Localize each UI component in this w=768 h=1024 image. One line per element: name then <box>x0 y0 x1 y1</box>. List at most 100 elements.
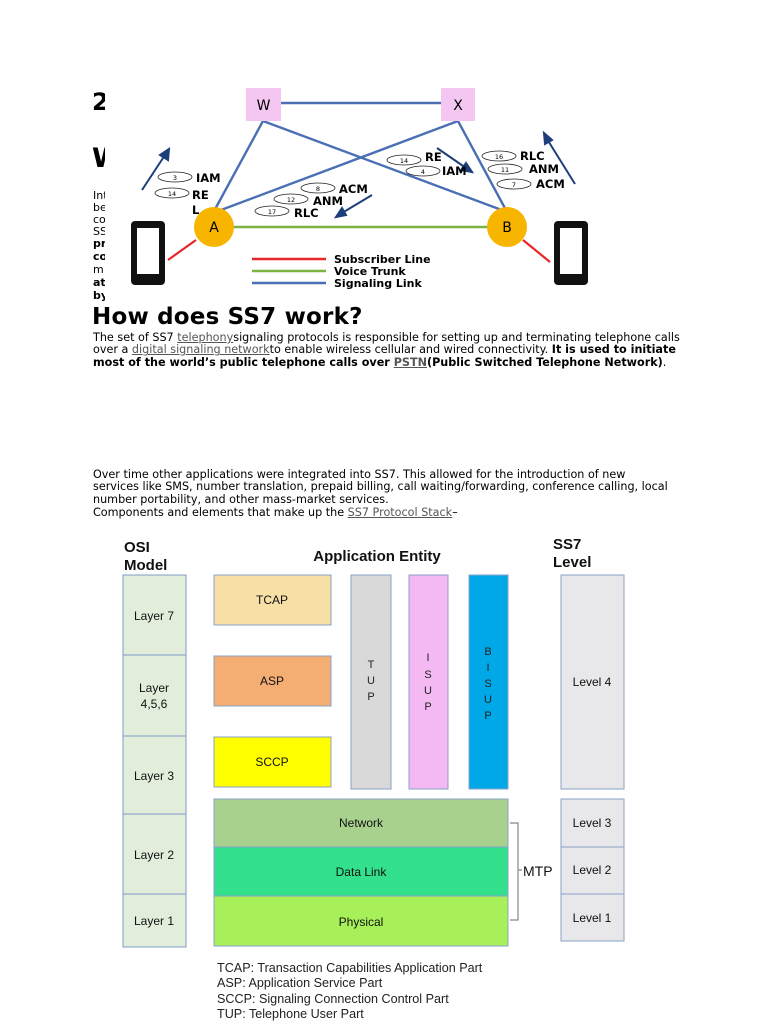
svg-text:S: S <box>424 669 431 681</box>
legend-sccp: SCCP: Signaling Connection Control Part <box>217 991 449 1006</box>
svg-text:RLC: RLC <box>520 149 545 163</box>
svg-text:A: A <box>209 220 219 236</box>
partial-text-line: by <box>93 290 109 302</box>
osi-layer-1 <box>122 893 187 948</box>
link-pstn[interactable]: PSTN <box>393 355 427 369</box>
svg-text:Model: Model <box>124 557 167 574</box>
arrow-icon <box>141 147 171 191</box>
svg-text:RE: RE <box>192 188 209 202</box>
svg-text:RE: RE <box>425 150 442 164</box>
svg-text:14: 14 <box>168 190 176 198</box>
svg-text:ASP: ASP <box>260 674 284 688</box>
link-ss7-protocol-stack[interactable]: SS7 Protocol Stack <box>347 506 453 519</box>
osi-layer-456 <box>122 654 187 737</box>
ss7-level-4 <box>560 574 625 790</box>
legend-tup: TUP: Telephone User Part <box>217 1006 364 1021</box>
arrow-icon <box>436 147 475 174</box>
svg-text:Level 2: Level 2 <box>573 863 612 877</box>
svg-text:14: 14 <box>400 157 408 165</box>
partial-text-line: co <box>93 251 108 263</box>
link-telephony[interactable]: telephony <box>177 331 234 344</box>
svg-text:Level: Level <box>553 554 591 571</box>
svg-text:U: U <box>424 685 432 697</box>
svg-text:Signaling Link: Signaling Link <box>334 277 423 290</box>
osi-layer-2 <box>122 813 187 895</box>
svg-text:ACM: ACM <box>339 182 368 196</box>
svg-text:P: P <box>424 701 431 713</box>
arrow-icon <box>333 194 373 219</box>
arrow-icon <box>542 130 576 185</box>
svg-text:W: W <box>257 98 271 114</box>
partial-text-line: SS <box>93 226 107 238</box>
svg-text:Layer 2: Layer 2 <box>134 848 174 862</box>
phone-icon <box>554 221 588 285</box>
svg-text:Level 4: Level 4 <box>573 675 612 689</box>
svg-text:ANM: ANM <box>313 194 343 208</box>
svg-text:Layer: Layer <box>139 681 169 695</box>
bisup-box <box>468 574 509 790</box>
svg-text:Level 3: Level 3 <box>573 816 612 830</box>
partial-text-line: m <box>93 264 104 276</box>
svg-text:Layer 1: Layer 1 <box>134 914 174 928</box>
svg-text:OSI: OSI <box>124 539 150 556</box>
svg-text:16: 16 <box>495 153 503 161</box>
physical-layer-box <box>213 895 509 947</box>
svg-text:Data Link: Data Link <box>336 865 388 879</box>
node-a <box>194 207 234 247</box>
phone-icon <box>131 221 165 285</box>
svg-text:P: P <box>367 691 374 703</box>
svg-text:S: S <box>484 678 491 690</box>
svg-text:B: B <box>502 220 512 236</box>
tcap-box <box>213 574 332 626</box>
paragraph-applications: Over time other applications were integr… <box>93 468 668 506</box>
partial-text-line: at <box>93 277 106 289</box>
svg-text:Application Entity: Application Entity <box>313 548 441 565</box>
sccp-box <box>213 736 332 788</box>
ss7-network-diagram: W X A B 3 IAM 14 RE L 8 ACM 12 ANM <box>105 82 600 304</box>
svg-text:8: 8 <box>316 185 320 193</box>
svg-text:U: U <box>484 694 492 706</box>
svg-text:Subscriber Line: Subscriber Line <box>334 253 431 266</box>
svg-text:7: 7 <box>512 181 516 189</box>
svg-text:Level 1: Level 1 <box>573 911 612 925</box>
svg-text:RLC: RLC <box>294 206 319 220</box>
svg-text:IAM: IAM <box>196 171 221 185</box>
partial-text-line: co <box>93 214 106 226</box>
stack-legend: TCAP: Transaction Capabilities Applicati… <box>217 961 482 1022</box>
svg-text:4: 4 <box>421 168 425 176</box>
svg-text:SCCP: SCCP <box>255 755 288 769</box>
svg-text:MTP: MTP <box>523 863 553 879</box>
svg-text:Network: Network <box>339 816 384 830</box>
node-x <box>441 88 475 121</box>
svg-text:12: 12 <box>287 196 295 204</box>
svg-text:L: L <box>192 203 200 217</box>
svg-text:17: 17 <box>268 208 276 216</box>
svg-text:Physical: Physical <box>339 915 384 929</box>
svg-text:U: U <box>367 675 375 687</box>
section-heading: How does SS7 work? <box>92 304 363 330</box>
svg-text:Voice Trunk: Voice Trunk <box>334 265 406 278</box>
svg-text:ACM: ACM <box>536 177 565 191</box>
ss7-protocol-stack-figure: OSI Model Application Entity SS7 Level L… <box>122 536 625 948</box>
svg-text:SS7: SS7 <box>553 536 581 553</box>
paragraph-ss7-intro: The set of SS7 telephonysignaling protoc… <box>93 331 680 369</box>
svg-text:I: I <box>486 662 489 674</box>
svg-text:Layer 3: Layer 3 <box>134 769 174 783</box>
svg-text:T: T <box>368 659 375 671</box>
legend-asp: ASP: Application Service Part <box>217 976 383 991</box>
svg-text:P: P <box>484 710 491 722</box>
node-w <box>246 88 281 121</box>
svg-text:TCAP: TCAP <box>256 593 288 607</box>
ss7-level-1 <box>560 893 625 942</box>
partial-number: 2 <box>92 88 109 116</box>
partial-text-line: Int <box>93 190 108 202</box>
paragraph-components: Components and elements that make up the… <box>93 506 458 519</box>
svg-text:Layer 7: Layer 7 <box>134 609 174 623</box>
svg-text:IAM: IAM <box>442 164 467 178</box>
isup-box <box>408 574 449 790</box>
osi-layer-7 <box>122 574 187 656</box>
link-digital-signaling-network[interactable]: digital signaling network <box>131 343 270 357</box>
svg-text:X: X <box>453 98 463 114</box>
svg-text:4,5,6: 4,5,6 <box>141 697 168 711</box>
partial-text-line: be <box>93 202 107 214</box>
